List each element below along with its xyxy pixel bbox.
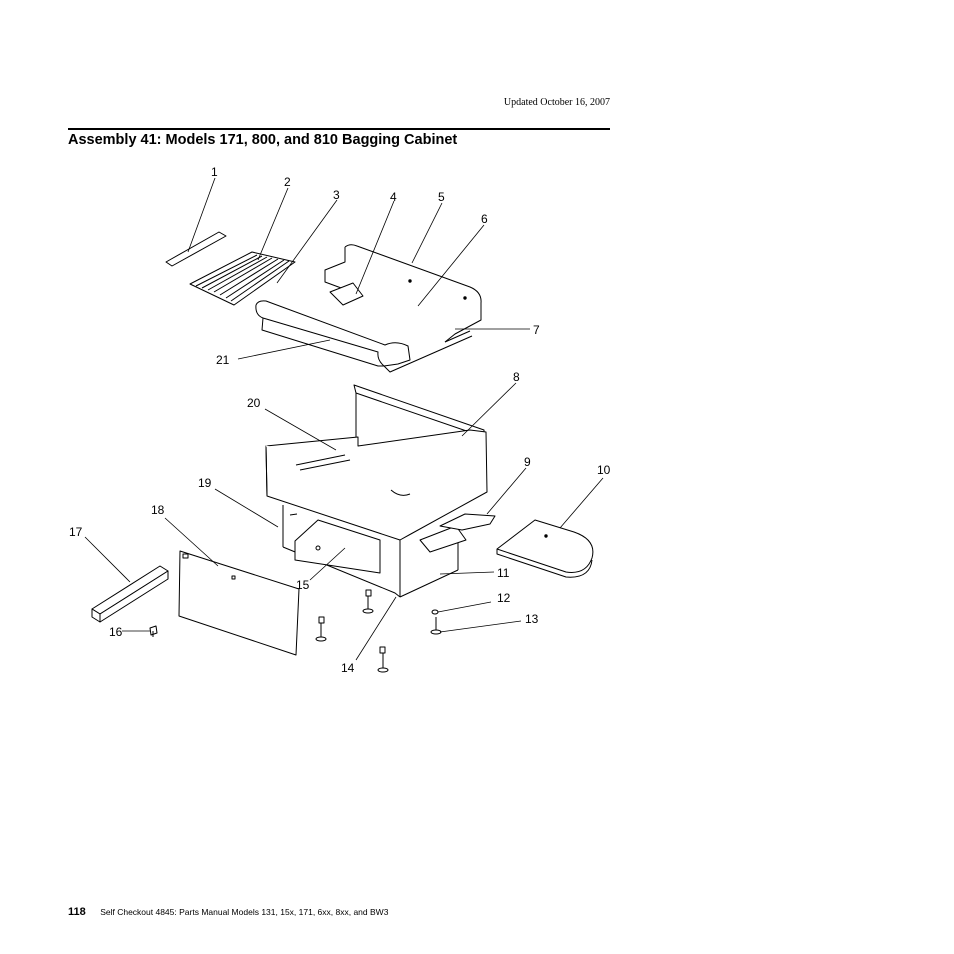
callout-19: 19	[198, 476, 212, 490]
callout-6: 6	[481, 212, 488, 226]
callout-8: 8	[513, 370, 520, 384]
footer-title: Self Checkout 4845: Parts Manual Models …	[100, 907, 389, 917]
callout-12: 12	[497, 591, 511, 605]
updated-date: Updated October 16, 2007	[503, 97, 610, 108]
callout-7: 7	[533, 323, 540, 337]
part-16-clip	[149, 625, 158, 637]
leader-lines	[84, 177, 604, 661]
callout-14: 14	[341, 661, 355, 675]
callout-18: 18	[151, 503, 165, 517]
callout-5: 5	[438, 190, 445, 204]
callout-9: 9	[524, 455, 531, 469]
callout-11: 11	[497, 566, 510, 580]
part-13-leveler	[430, 617, 442, 635]
part-8-cabinet-body	[265, 384, 488, 598]
callout-1: 1	[211, 165, 218, 179]
part-17-support-rail	[91, 565, 169, 623]
part-10-side-shelf	[496, 519, 594, 578]
header-rule	[68, 128, 610, 130]
exploded-parts-diagram: 1 2 3 4 5 6 7 8 9 10 11 12 13 14 15 16 1…	[0, 160, 954, 690]
callout-15: 15	[296, 578, 310, 592]
part-2-grille	[189, 251, 296, 306]
callout-17: 17	[69, 525, 83, 539]
callout-4: 4	[390, 190, 397, 204]
part-18-front-panel	[178, 550, 300, 656]
callout-21: 21	[216, 353, 230, 367]
part-9-bracket	[439, 513, 496, 531]
part-1-trim-strip	[165, 231, 227, 267]
callout-16: 16	[109, 625, 123, 639]
page-footer: 118 Self Checkout 4845: Parts Manual Mod…	[68, 902, 388, 920]
callout-20: 20	[247, 396, 261, 410]
callout-13: 13	[525, 612, 539, 626]
section-title: Assembly 41: Models 171, 800, and 810 Ba…	[68, 132, 458, 148]
part-14-leveler-feet	[315, 589, 442, 673]
part-12-nut	[431, 609, 439, 615]
page-number: 118	[68, 906, 86, 918]
callout-3: 3	[333, 188, 340, 202]
callout-labels: 1 2 3 4 5 6 7 8 9 10 11 12 13 14 15 16 1…	[69, 165, 611, 675]
callout-2: 2	[284, 175, 291, 189]
callout-10: 10	[597, 463, 611, 477]
part-5-6-top-tray	[255, 244, 482, 373]
